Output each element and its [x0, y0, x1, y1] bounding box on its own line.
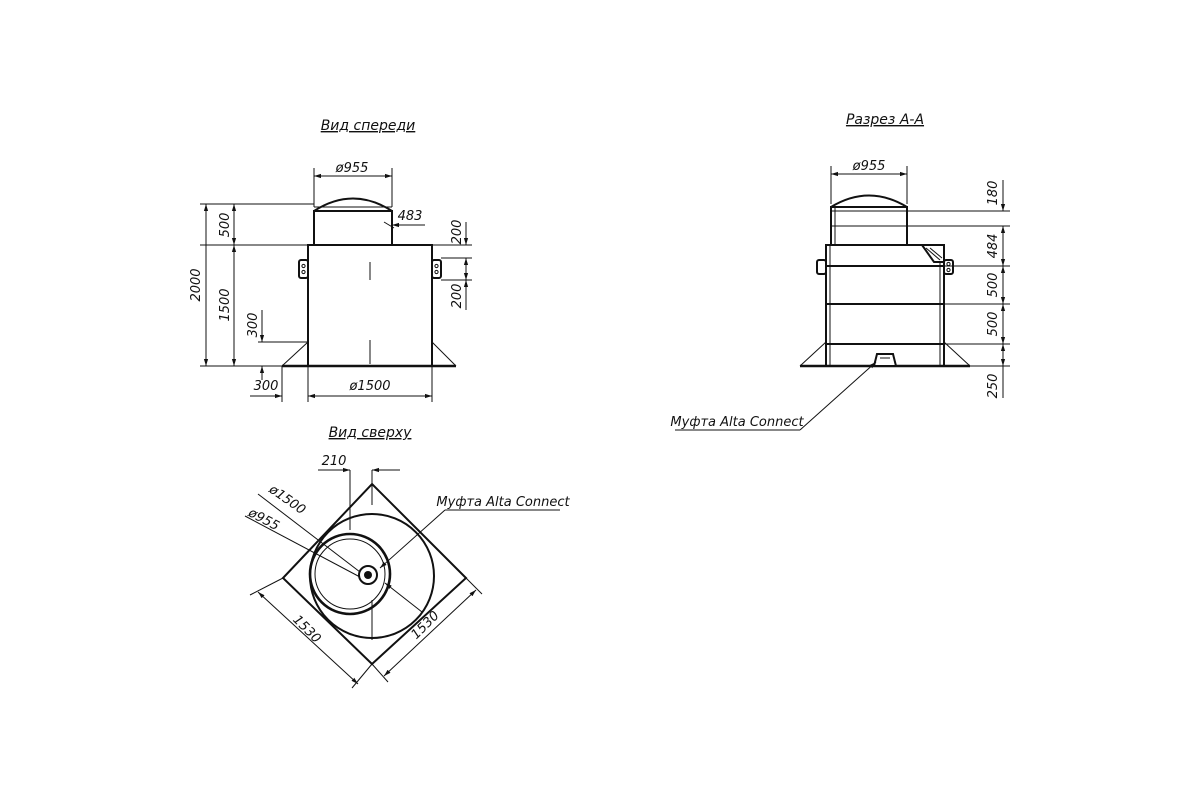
- top-neck-circle: [308, 532, 392, 616]
- front-view: Вид спереди ø955 483: [189, 118, 472, 402]
- front-dim-side-300-h: 300: [254, 379, 279, 394]
- top-leader-label: Муфта Alta Connect: [436, 495, 570, 510]
- section-lug-right: [943, 259, 954, 275]
- section-dim-180: 180: [986, 181, 1001, 206]
- top-dim-1530-left: 1530: [289, 613, 323, 647]
- front-dim-top-diameter: ø955: [335, 161, 369, 176]
- section-dim-top-diameter: ø955: [852, 159, 886, 174]
- front-tank-neck: [313, 210, 393, 246]
- top-leader-line: [379, 509, 446, 569]
- section-dim-500-upper: 500: [986, 273, 1001, 298]
- section-dim-484: 484: [986, 234, 1001, 259]
- top-dim-210: 210: [322, 454, 347, 469]
- front-dim-side-300-v: 300: [246, 313, 261, 338]
- section-view: Разрез А-А ø955: [670, 112, 1010, 431]
- top-dim-d1500: ø1500: [265, 482, 308, 518]
- section-view-title: Разрез А-А: [846, 112, 924, 128]
- section-lid-dome: [830, 194, 908, 208]
- section-coupling: [872, 353, 898, 367]
- front-dim-neck-height: 500: [218, 213, 233, 238]
- front-lug-right: [431, 259, 442, 279]
- section-dim-250: 250: [986, 374, 1001, 399]
- top-dim-d955: ø955: [245, 505, 282, 534]
- top-leader-d1500: [257, 493, 361, 573]
- front-dim-neck-offset: 483: [398, 209, 423, 224]
- section-lug-left: [816, 259, 827, 275]
- front-dim-base-diameter: ø1500: [348, 379, 390, 394]
- section-tank-body: [825, 244, 945, 367]
- top-coupling: [358, 565, 378, 585]
- front-dim-right-200-upper: 200: [450, 220, 465, 245]
- top-leader-d955: [244, 515, 361, 578]
- section-dim-500-lower: 500: [986, 312, 1001, 337]
- front-lug-left: [298, 259, 309, 279]
- section-leader-label: Муфта Alta Connect: [670, 415, 804, 430]
- front-view-title: Вид спереди: [321, 118, 416, 134]
- front-dim-right-200-lower: 200: [450, 284, 465, 309]
- top-view-title: Вид сверху: [329, 425, 413, 441]
- front-dim-body-height: 1500: [218, 288, 233, 321]
- section-leader-line: [799, 361, 877, 431]
- top-view: Вид сверху 210 ø1500 ø955 Муфта Alta Con…: [244, 425, 570, 689]
- front-dim-total-height: 2000: [189, 268, 204, 301]
- front-lid-dome: [313, 197, 393, 212]
